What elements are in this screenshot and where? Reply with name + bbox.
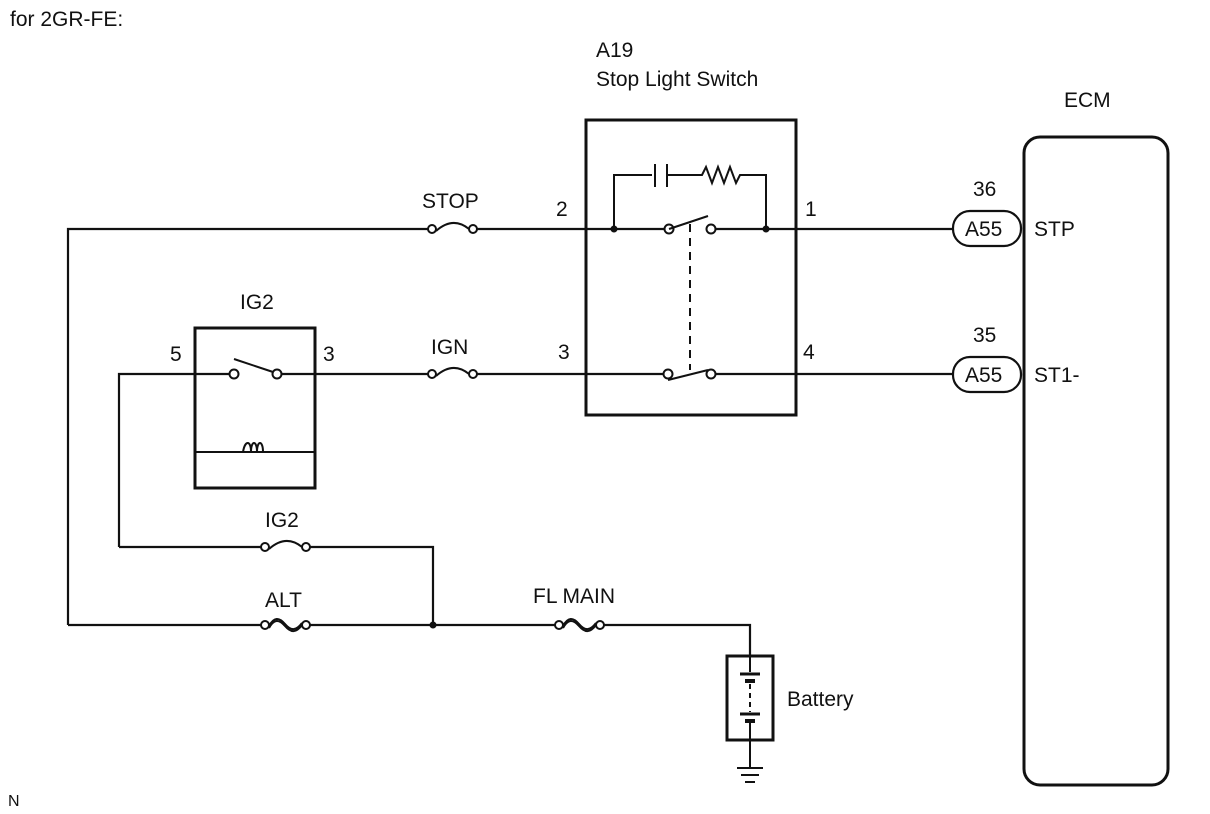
connector-code-st1: A55 <box>965 364 1002 387</box>
pin-1: 1 <box>805 198 817 221</box>
ig2-relay: IG2 5 3 <box>170 291 335 490</box>
wiring <box>66 225 953 656</box>
signal-stp: STP <box>1034 218 1075 241</box>
fuse-ign-label: IGN <box>431 336 468 359</box>
st1-contact <box>662 368 717 381</box>
fuse-ig2-label: IG2 <box>265 509 299 532</box>
relay-pin-3: 3 <box>323 343 335 366</box>
pin-4: 4 <box>803 341 815 364</box>
fuse-alt-label: ALT <box>265 589 302 612</box>
fuse-stop: STOP <box>422 190 479 234</box>
relay-coil-icon <box>242 442 264 453</box>
fuse-fl-main: FL MAIN <box>533 585 615 633</box>
relay-name: IG2 <box>240 291 274 314</box>
relay-contact <box>228 358 283 380</box>
ecm-label: ECM <box>1064 89 1111 112</box>
signal-st1: ST1- <box>1034 364 1080 387</box>
ground-icon <box>737 767 763 783</box>
fuse-alt: ALT <box>260 589 311 633</box>
pin-3: 3 <box>558 341 570 364</box>
connector-stp: 36 A55 STP <box>951 178 1075 248</box>
switch-code: A19 <box>596 39 633 62</box>
ecm: ECM 36 A55 STP 35 A55 ST1- <box>951 89 1170 787</box>
relay-pin-5: 5 <box>170 343 182 366</box>
switch-housing <box>584 118 798 417</box>
connector-code-stp: A55 <box>965 218 1002 241</box>
connector-st1: 35 A55 ST1- <box>951 324 1080 394</box>
fuse-ign: IGN <box>427 336 478 379</box>
stop-light-switch: A19 Stop Light Switch 2 1 3 4 <box>556 39 817 417</box>
footer-note: N <box>8 793 20 810</box>
pin-2: 2 <box>556 198 568 221</box>
battery-label: Battery <box>787 688 854 711</box>
fuse-ig2: IG2 <box>260 509 311 552</box>
stp-contact <box>663 215 717 235</box>
fuse-fl-main-label: FL MAIN <box>533 585 615 608</box>
battery: Battery <box>725 654 854 783</box>
connector-pin-35: 35 <box>973 324 996 347</box>
capacitor-resistor-bypass <box>613 164 767 229</box>
fuse-stop-label: STOP <box>422 190 479 213</box>
ecm-housing <box>1022 135 1170 787</box>
engine-label: for 2GR-FE: <box>10 8 123 31</box>
battery-cell-icon <box>740 656 760 768</box>
switch-name: Stop Light Switch <box>596 68 758 91</box>
connector-pin-36: 36 <box>973 178 996 201</box>
relay-housing <box>193 326 317 490</box>
